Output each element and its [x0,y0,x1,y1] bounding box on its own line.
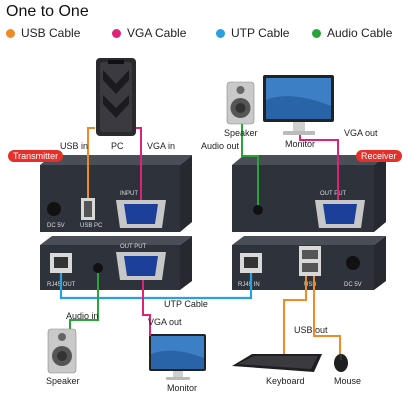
legend-audio: Audio Cable [312,26,392,40]
vga-in-label: VGA in [147,141,176,151]
legend-usb: USB Cable [6,26,80,40]
speaker-top-icon [226,81,255,125]
output-port-label: OUT PUT [120,244,147,250]
legend-usb-label: USB Cable [21,26,81,40]
receiver-bottom-unit [232,236,386,290]
receiver-output-port-label: OUT PUT [320,191,347,197]
usb-pc-label: USB PC [80,223,103,229]
rj45-in-label: RJ45 IN [238,282,260,288]
monitor-top-label: Monitor [285,139,316,149]
monitor-top-icon [263,75,334,135]
transmitter-top-unit [40,155,192,232]
usb-color-dot [6,28,15,38]
audio-color-dot [312,28,321,38]
vga-in-cable [136,127,142,200]
monitor-bottom-label: Monitor [167,383,198,393]
mouse-icon [334,354,348,372]
pc-tower-icon [96,58,136,136]
transmitter-badge: Transmitter [8,150,64,162]
utp-cable-label: UTP Cable [164,299,208,309]
usb-in-cable [87,127,95,198]
vga-color-dot [112,28,121,38]
legend-audio-label: Audio Cable [327,26,393,40]
legend-vga: VGA Cable [112,26,186,40]
audio-out-cable [241,124,259,205]
speaker-top-label: Speaker [224,128,258,138]
audio-in-label: Audio in [66,311,99,321]
audio-out-label: Audio out [201,141,240,151]
mouse-label: Mouse [334,376,362,386]
speaker-bottom-label: Speaker [46,376,80,386]
usb-out-mouse-cable [313,276,341,354]
usb-port-label: USB [304,282,316,288]
vga-out-top-label: VGA out [344,128,378,138]
usb-in-label: USB in [60,141,89,151]
utp-color-dot [216,28,225,38]
pc-label: PC [111,141,124,151]
speaker-bottom-icon [47,328,77,374]
dc5v-left-label: DC 5V [47,223,65,229]
vga-out-bottom-label: VGA out [148,317,182,327]
transmitter-bottom-unit [40,236,192,290]
usb-out-keyboard-cable [283,276,307,354]
usb-out-label: USB out [294,325,328,335]
vga-out-top-cable [299,135,339,200]
keyboard-label: Keyboard [266,376,305,386]
legend-utp: UTP Cable [216,26,289,40]
legend-vga-label: VGA Cable [127,26,187,40]
keyboard-icon [232,354,322,372]
audio-in-cable [69,273,99,329]
receiver-top-unit [232,155,386,232]
input-port-label: INPUT [120,191,138,197]
legend-utp-label: UTP Cable [231,26,290,40]
receiver-badge: Receiver [356,150,402,162]
page-title: One to One [6,3,89,20]
monitor-bottom-icon [149,334,206,380]
vga-out-bottom-cable [142,280,151,336]
dc5v-right-label: DC 5V [344,282,362,288]
utp-cable [59,273,253,300]
